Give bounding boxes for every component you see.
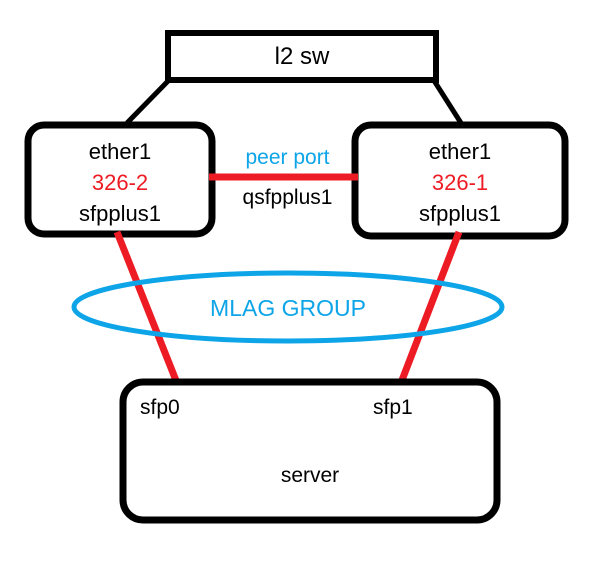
l2-switch-box [165,30,439,83]
l2-switch-label: l2 sw [274,43,330,70]
peer-port-interface: qsfpplus1 [242,186,333,209]
left-switch-model: 326-2 [91,170,149,195]
left-switch-port-top: ether1 [88,139,152,164]
uplink-line-right [430,77,464,125]
uplink-line-left [125,77,172,125]
mlag-group-ellipse [71,270,505,344]
server-port-sfp0: sfp0 [140,396,180,419]
mlag-group-label: MLAG GROUP [210,295,366,321]
left-switch-labels: ether1 326-2 sfpplus1 [28,136,212,229]
mlag-link-right [395,230,463,390]
right-switch-port-top: ether1 [428,139,492,164]
right-switch-port-bottom: sfpplus1 [419,201,501,226]
server-box [119,378,501,524]
server-port-sfp1: sfp1 [373,396,413,419]
right-switch-model: 326-1 [431,170,489,195]
right-switch-labels: ether1 326-1 sfpplus1 [355,136,565,229]
server-label: server [280,464,340,487]
mlag-link-left [113,230,183,390]
peer-port-title: peer port [245,146,330,169]
left-switch-port-bottom: sfpplus1 [79,201,161,226]
